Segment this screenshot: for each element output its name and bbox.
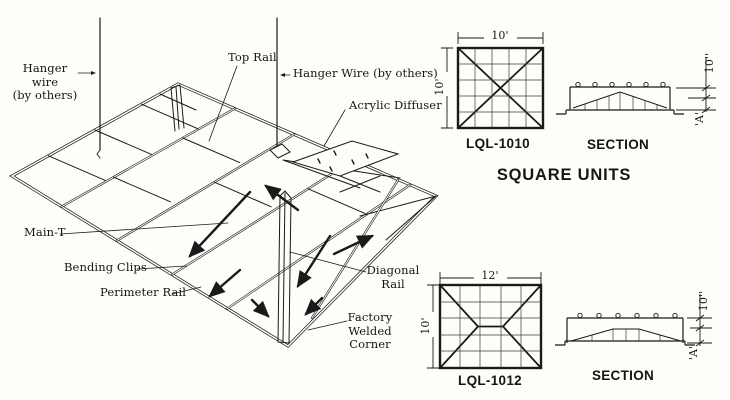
square-units-title: SQUARE UNITS [496,166,632,184]
lql-1010-model-label: LQL-1010 [466,136,530,151]
section-1-dimension-lines [676,58,716,114]
hanger-wire-left-line [96,17,101,159]
section-2-dimension-lines [687,294,712,347]
hanger-wire-right-label: Hanger Wire (by others) [293,66,438,80]
main-t-rails [60,107,412,310]
section-2-fixture-circles [577,312,678,319]
lql-1012-plan [427,272,543,370]
lql-1012-width-dim: 12' [481,269,499,282]
section-2-height-dim: 10'' [697,290,710,312]
section-2-ref-dim: 'A' [687,345,700,361]
section-2-label: SECTION [591,368,655,383]
lql-1010-width-dim: 10' [491,29,509,42]
hanger-wire-right-line [269,17,291,159]
lql-1012-model-label: LQL-1012 [458,373,522,388]
hanger-wire-left-label: Hanger wire (by others) [12,61,78,103]
perimeter-rail-outline [9,82,439,348]
lql-1012-dimension-lines [427,272,542,369]
factory-welded-corner-label: Factory Welded Corner [347,310,393,352]
top-post [170,84,185,132]
leader-lines [59,65,367,331]
lql-1010-dimension-lines [441,32,544,129]
lql-1010-plan [441,32,545,130]
acrylic-diffuser-panel [291,140,400,177]
section-1-height-dim: 10'' [703,52,716,74]
cross-rails [48,93,366,214]
lql-1010-section [556,58,716,115]
lql-1012-height-dim: 10' [419,317,432,335]
diffuser-support-rails [282,159,437,241]
section-1-ref-dim: 'A' [693,111,706,127]
section-1-label: SECTION [586,137,650,152]
lql-1012-section [555,294,712,347]
acrylic-diffuser-label: Acrylic Diffuser [349,98,442,112]
top-rail-label: Top Rail [228,50,277,64]
long-diagonal-rail [310,178,400,320]
diagonal-rail-arrows [188,184,375,318]
center-post [277,190,292,344]
lql-1010-height-dim: 10' [433,78,446,96]
section-1-fixture-circles [575,81,666,88]
diagonal-rail-label: Diagonal Rail [366,263,420,291]
bending-clips-label: Bending Clips [64,260,147,274]
isometric-grid-drawing [9,17,439,348]
perimeter-rail-label: Perimeter Rail [100,285,187,299]
main-t-label: Main-T [24,225,66,239]
